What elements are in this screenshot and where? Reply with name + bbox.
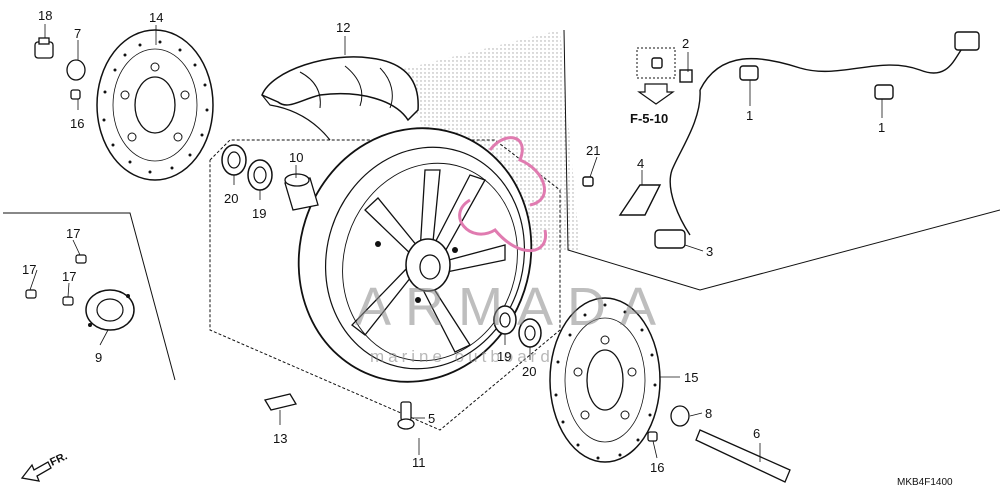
callout-17-b: 17: [22, 262, 36, 277]
callout-1-a: 1: [746, 108, 753, 123]
callout-17-c: 17: [62, 269, 76, 284]
callout-9: 9: [95, 350, 102, 365]
upper-hardware: [34, 37, 86, 100]
watermark-logo-icon: [458, 136, 547, 253]
brake-disc-lower: [549, 297, 661, 463]
callout-10: 10: [289, 150, 303, 165]
callout-4: 4: [637, 156, 644, 171]
callout-17-a: 17: [66, 226, 80, 241]
callout-1-b: 1: [878, 120, 885, 135]
reference-arrow: [636, 47, 676, 105]
callout-20-upper: 20: [224, 191, 238, 206]
callout-5: 5: [428, 411, 435, 426]
boundary-lines: [3, 29, 1000, 431]
reference-label: F-5-10: [630, 111, 668, 126]
callout-2: 2: [682, 36, 689, 51]
callout-18: 18: [38, 8, 52, 23]
callout-6: 6: [753, 426, 760, 441]
callout-21: 21: [586, 143, 600, 158]
callout-19-upper: 19: [252, 206, 266, 221]
callout-15: 15: [684, 370, 698, 385]
callout-11: 11: [412, 455, 426, 470]
callouts: 18 7 16 14 12 10 20 19 17 17 17 9 13 5 1…: [22, 8, 885, 475]
pulser-ring: [85, 289, 135, 331]
callout-19-lower: 19: [497, 349, 511, 364]
bolts-17: [25, 254, 87, 306]
tire: [261, 56, 419, 141]
bearing-upper: [221, 144, 273, 191]
distance-collar: [284, 173, 319, 211]
direction-label: FR.: [48, 450, 69, 468]
callout-14: 14: [149, 10, 163, 25]
callout-12: 12: [336, 20, 350, 35]
callout-20-lower: 20: [522, 364, 536, 379]
brake-disc-upper: [96, 29, 214, 181]
front-direction-arrow-icon: [20, 461, 52, 482]
balance-weight: [263, 393, 298, 411]
callout-16-lower: 16: [650, 460, 664, 475]
drawing-code: MKB4F1400: [897, 477, 953, 488]
callout-16-upper: 16: [70, 116, 84, 131]
perspective-shading: [400, 30, 580, 250]
callout-8: 8: [705, 406, 712, 421]
valve: [397, 401, 415, 430]
watermark-tagline: marine outboard: [370, 347, 554, 366]
callout-13: 13: [273, 431, 287, 446]
lower-hardware: [647, 405, 791, 483]
watermark-brand: ARMADA: [355, 277, 670, 337]
speed-sensor-assembly: [582, 31, 980, 249]
wheel: [297, 127, 533, 383]
callout-3: 3: [706, 244, 713, 259]
callout-7: 7: [74, 26, 81, 41]
leader-lines: [29, 24, 883, 462]
